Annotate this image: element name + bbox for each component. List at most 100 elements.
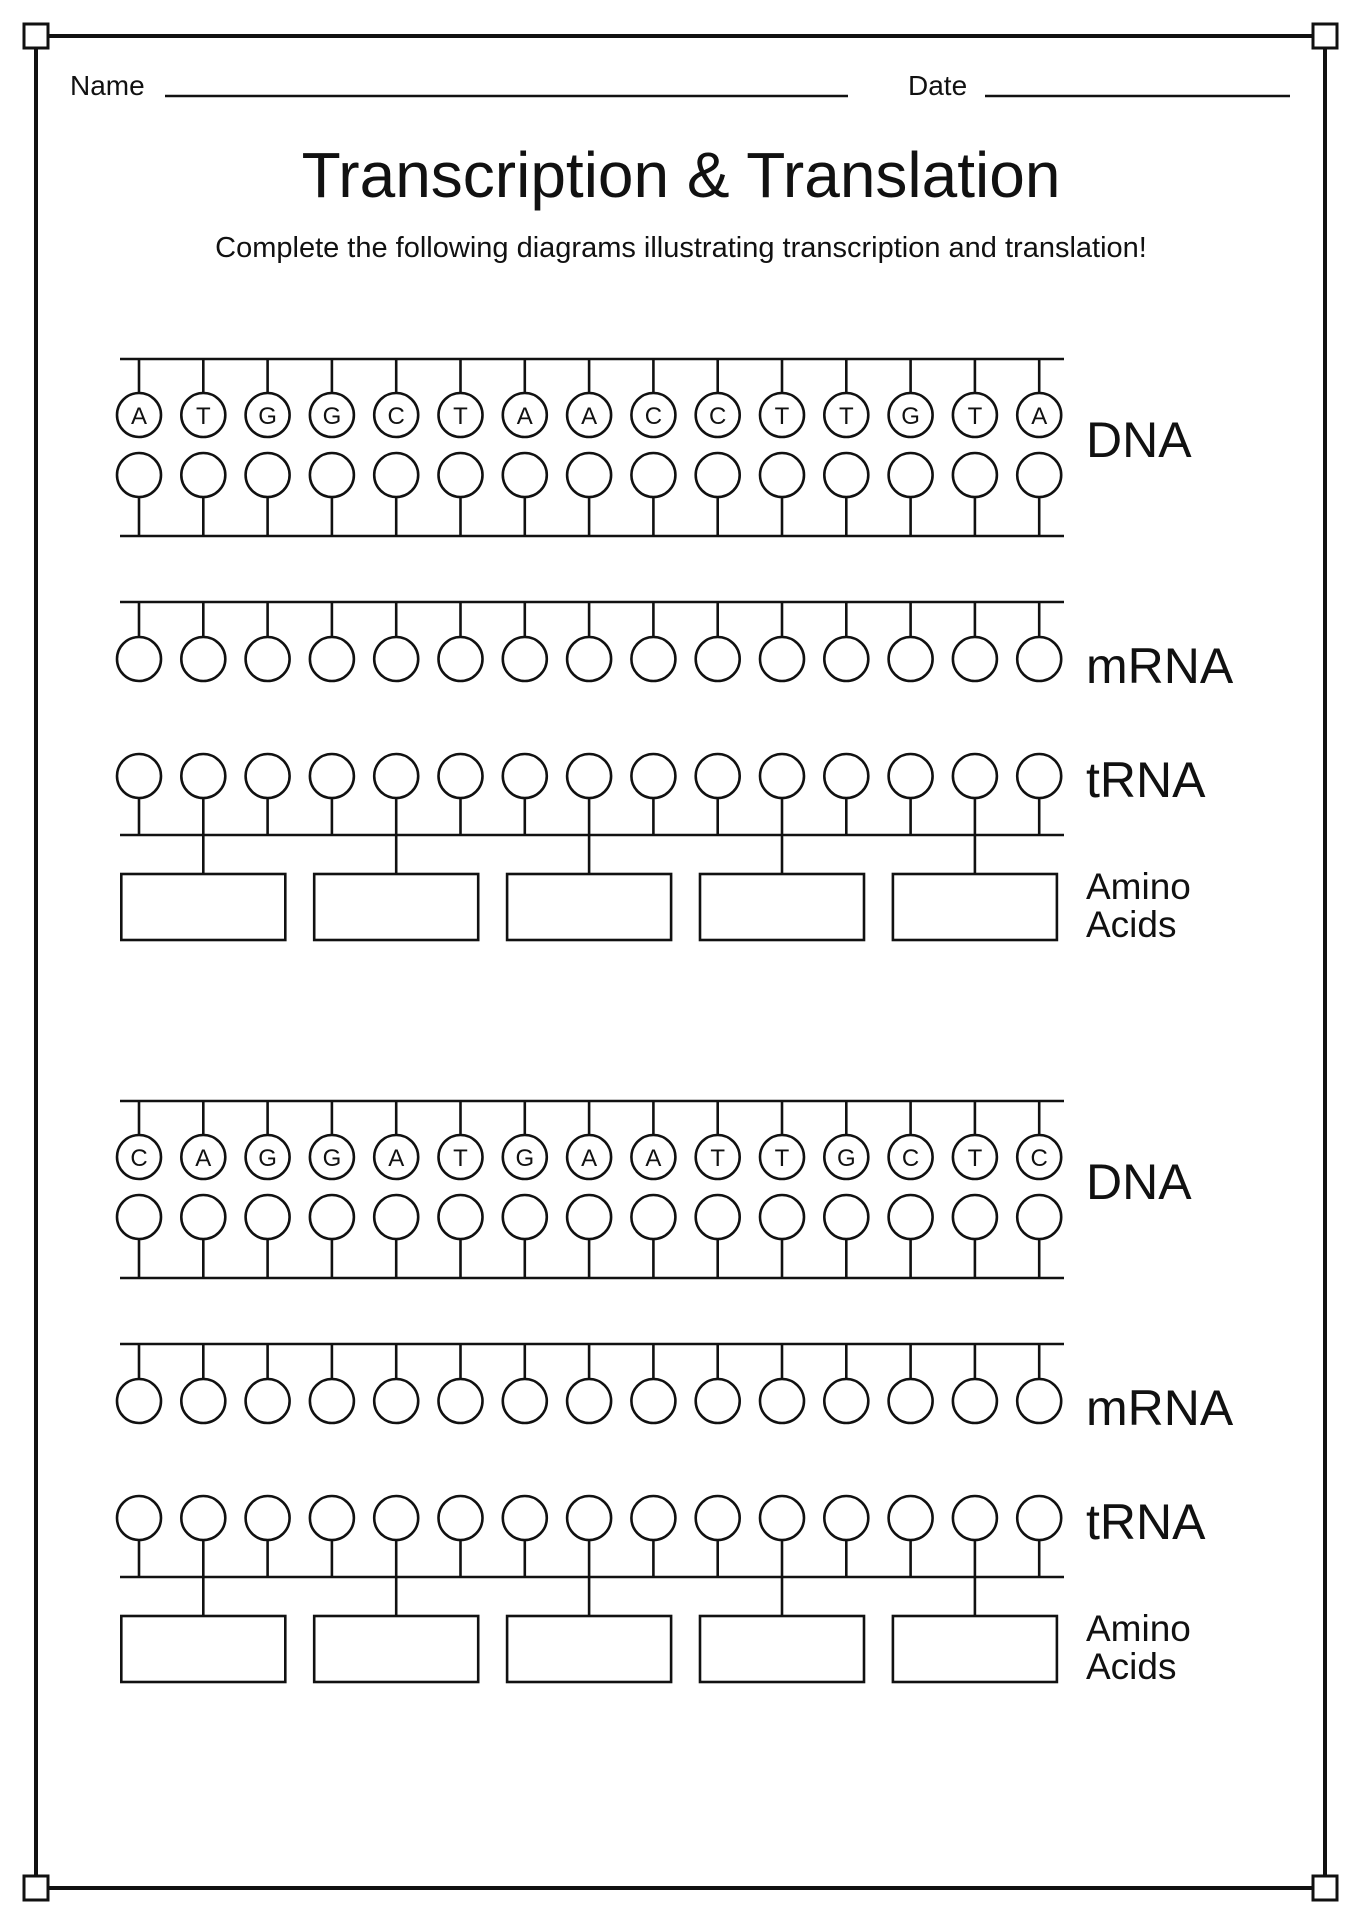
dna-complement-blank[interactable] [437, 451, 484, 499]
dna-complement-blank[interactable] [758, 451, 806, 499]
mrna-base-blank[interactable] [244, 1377, 291, 1425]
mrna-base-blank[interactable] [1015, 635, 1063, 683]
mrna-base-blank[interactable] [758, 1377, 806, 1425]
trna-base-blank[interactable] [501, 1494, 549, 1542]
dna-complement-blank[interactable] [244, 451, 291, 499]
trna-base-blank[interactable] [308, 752, 356, 800]
trna-base-blank[interactable] [437, 1494, 484, 1542]
trna-base-blank[interactable] [887, 1494, 934, 1542]
mrna-base-blank[interactable] [951, 635, 999, 683]
trna-base-blank[interactable] [822, 752, 870, 800]
amino-acid-box[interactable] [698, 1614, 866, 1684]
trna-base-blank[interactable] [694, 752, 742, 800]
amino-acid-box[interactable] [312, 1614, 480, 1684]
mrna-base-blank[interactable] [758, 635, 806, 683]
mrna-base-blank[interactable] [887, 635, 934, 683]
dna-complement-blank[interactable] [822, 1193, 870, 1241]
dna-complement-blank[interactable] [1015, 451, 1063, 499]
trna-base-blank[interactable] [501, 752, 549, 800]
mrna-base-blank[interactable] [694, 635, 742, 683]
trna-base-blank[interactable] [822, 1494, 870, 1542]
trna-base-blank[interactable] [887, 752, 934, 800]
dna-complement-blank[interactable] [115, 451, 163, 499]
trna-base-blank[interactable] [565, 1494, 613, 1542]
mrna-base-blank[interactable] [372, 635, 420, 683]
mrna-base-blank[interactable] [244, 635, 291, 683]
mrna-base-blank[interactable] [372, 1377, 420, 1425]
trna-base-blank[interactable] [244, 1494, 291, 1542]
trna-base-blank[interactable] [565, 752, 613, 800]
trna-base-blank[interactable] [951, 752, 999, 800]
trna-base-blank[interactable] [951, 1494, 999, 1542]
dna-complement-blank[interactable] [951, 451, 999, 499]
dna-complement-blank[interactable] [758, 1193, 806, 1241]
dna-complement-blank[interactable] [951, 1193, 999, 1241]
mrna-base-blank[interactable] [437, 1377, 484, 1425]
dna-complement-blank[interactable] [822, 451, 870, 499]
dna-complement-blank[interactable] [115, 1193, 163, 1241]
mrna-base-blank[interactable] [437, 635, 484, 683]
mrna-base-blank[interactable] [1015, 1377, 1063, 1425]
trna-base-blank[interactable] [115, 1494, 163, 1542]
trna-base-blank[interactable] [372, 1494, 420, 1542]
amino-acid-box[interactable] [312, 872, 480, 942]
dna-complement-blank[interactable] [244, 1193, 291, 1241]
dna-complement-blank[interactable] [694, 1193, 742, 1241]
mrna-base-blank[interactable] [308, 1377, 356, 1425]
trna-base-blank[interactable] [244, 752, 291, 800]
dna-complement-blank[interactable] [694, 451, 742, 499]
mrna-base-blank[interactable] [630, 1377, 677, 1425]
dna-complement-blank[interactable] [437, 1193, 484, 1241]
mrna-base-blank[interactable] [115, 635, 163, 683]
trna-base-blank[interactable] [180, 752, 227, 800]
trna-base-blank[interactable] [1015, 1494, 1063, 1542]
amino-acid-box[interactable] [891, 1614, 1059, 1684]
dna-complement-blank[interactable] [565, 1193, 613, 1241]
trna-base-blank[interactable] [308, 1494, 356, 1542]
mrna-base-blank[interactable] [822, 1377, 870, 1425]
mrna-base-blank[interactable] [180, 635, 227, 683]
dna-complement-blank[interactable] [501, 451, 549, 499]
dna-complement-blank[interactable] [372, 451, 420, 499]
mrna-base-blank[interactable] [308, 635, 356, 683]
mrna-base-blank[interactable] [565, 635, 613, 683]
dna-complement-blank[interactable] [308, 451, 356, 499]
trna-base-blank[interactable] [180, 1494, 227, 1542]
mrna-base-blank[interactable] [694, 1377, 742, 1425]
mrna-base-blank[interactable] [501, 1377, 549, 1425]
dna-complement-blank[interactable] [372, 1193, 420, 1241]
mrna-base-blank[interactable] [630, 635, 677, 683]
trna-base-blank[interactable] [630, 1494, 677, 1542]
mrna-base-blank[interactable] [565, 1377, 613, 1425]
dna-complement-blank[interactable] [887, 451, 934, 499]
trna-base-blank[interactable] [115, 752, 163, 800]
dna-complement-blank[interactable] [1015, 1193, 1063, 1241]
mrna-base-blank[interactable] [887, 1377, 934, 1425]
mrna-base-blank[interactable] [115, 1377, 163, 1425]
dna-complement-blank[interactable] [630, 1193, 677, 1241]
amino-acid-box[interactable] [891, 872, 1059, 942]
trna-base-blank[interactable] [758, 1494, 806, 1542]
trna-base-blank[interactable] [1015, 752, 1063, 800]
trna-base-blank[interactable] [372, 752, 420, 800]
mrna-base-blank[interactable] [501, 635, 549, 683]
trna-base-blank[interactable] [758, 752, 806, 800]
dna-complement-blank[interactable] [180, 451, 227, 499]
dna-complement-blank[interactable] [887, 1193, 934, 1241]
dna-complement-blank[interactable] [565, 451, 613, 499]
mrna-base-blank[interactable] [951, 1377, 999, 1425]
dna-complement-blank[interactable] [308, 1193, 356, 1241]
dna-complement-blank[interactable] [630, 451, 677, 499]
trna-base-blank[interactable] [437, 752, 484, 800]
trna-base-blank[interactable] [630, 752, 677, 800]
mrna-base-blank[interactable] [822, 635, 870, 683]
trna-base-blank[interactable] [694, 1494, 742, 1542]
amino-acid-box[interactable] [698, 872, 866, 942]
amino-acid-box[interactable] [505, 872, 673, 942]
amino-acid-box[interactable] [120, 872, 287, 942]
dna-complement-blank[interactable] [180, 1193, 227, 1241]
amino-acid-box[interactable] [120, 1614, 287, 1684]
amino-acid-box[interactable] [505, 1614, 673, 1684]
mrna-base-blank[interactable] [180, 1377, 227, 1425]
dna-complement-blank[interactable] [501, 1193, 549, 1241]
